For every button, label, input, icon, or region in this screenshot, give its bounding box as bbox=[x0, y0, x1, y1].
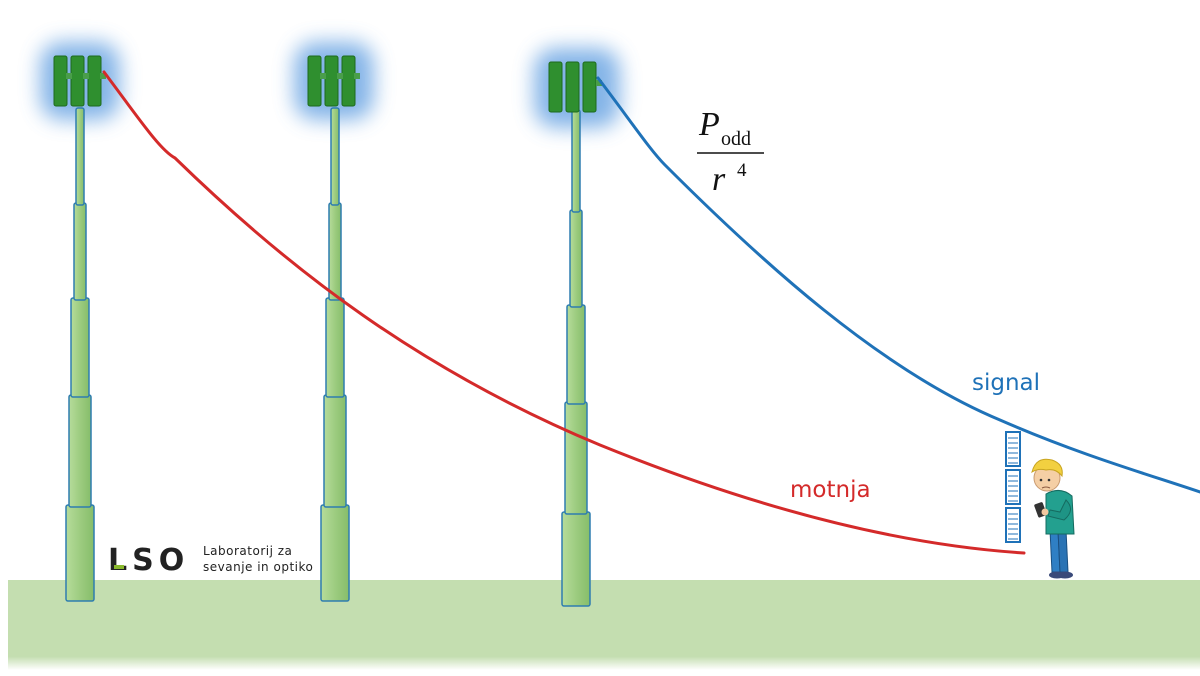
antenna-tower-icon bbox=[53, 55, 106, 107]
interference-curve bbox=[102, 70, 1026, 555]
formula-numerator-subscript: odd bbox=[721, 128, 751, 150]
logo-text-line2: sevanje in optiko bbox=[203, 560, 313, 574]
logo-text-line1: Laboratorij za bbox=[203, 544, 292, 558]
formula-numerator-symbol: P bbox=[698, 106, 720, 143]
signal-strength-icon bbox=[1005, 431, 1021, 543]
antenna-tower-icon bbox=[307, 55, 360, 107]
formula-denominator-exponent: 4 bbox=[737, 160, 747, 181]
path-loss-formula: P odd r 4 bbox=[697, 106, 764, 198]
antenna-tower-3 bbox=[534, 48, 620, 607]
person-with-phone-icon bbox=[1031, 458, 1075, 579]
antenna-tower-1 bbox=[40, 42, 120, 602]
antenna-tower-icon bbox=[548, 61, 602, 113]
ground bbox=[8, 580, 1200, 670]
lso-logo: LSO Laboratorij za sevanje in optiko bbox=[108, 543, 313, 578]
signal-label: signal bbox=[972, 370, 1040, 396]
signal-curve bbox=[596, 76, 1200, 494]
logo-mark: LSO bbox=[108, 543, 189, 578]
antenna-tower-2 bbox=[294, 42, 374, 602]
formula-denominator-symbol: r bbox=[712, 161, 726, 198]
interference-label: motnja bbox=[790, 477, 871, 503]
